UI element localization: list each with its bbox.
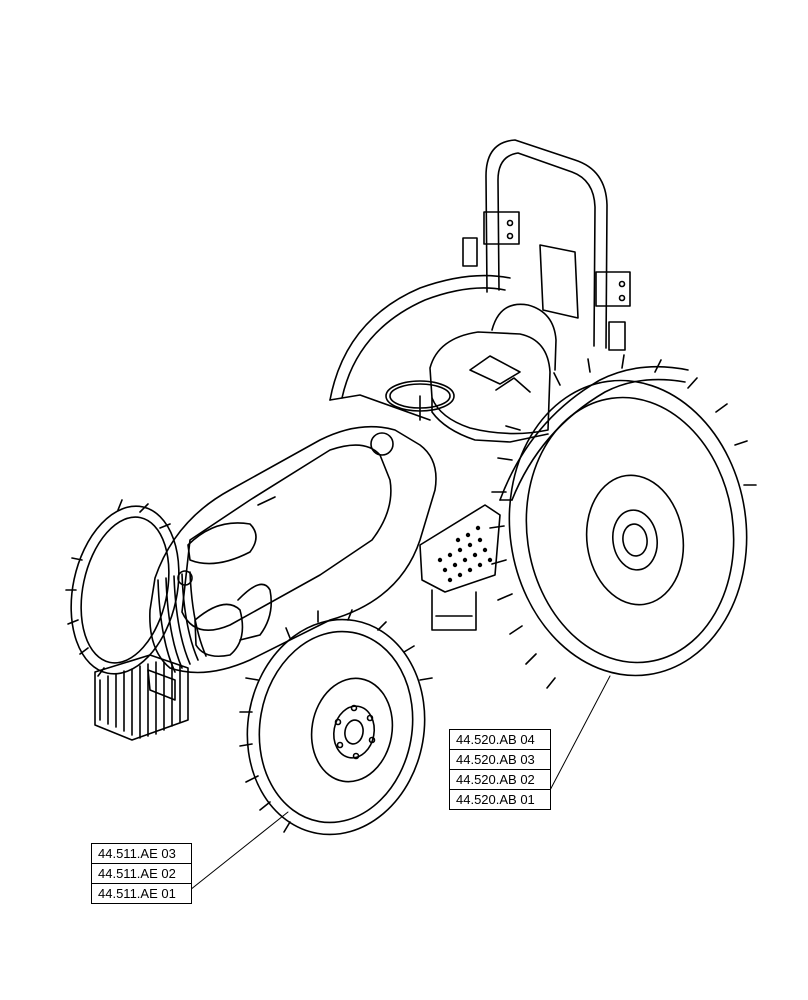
- callout-ref-front-02[interactable]: 44.511.AE 02: [92, 864, 191, 884]
- callout-ref-rear-02[interactable]: 44.520.AB 02: [450, 770, 550, 790]
- left-fender: [329, 244, 579, 401]
- front-wheel-callout: 44.511.AE 03 44.511.AE 02 44.511.AE 01: [91, 843, 192, 904]
- foot-platform: [419, 504, 501, 631]
- leader-lines: [189, 675, 611, 891]
- callout-ref-rear-01[interactable]: 44.520.AB 01: [456, 792, 535, 807]
- front-ballast: [94, 654, 189, 741]
- front-left-wheel: [65, 499, 180, 677]
- callout-ref-front-01[interactable]: 44.511.AE 01: [98, 886, 176, 901]
- hood: [149, 394, 437, 674]
- front-right-wheel: [239, 609, 433, 836]
- callout-ref-front-03[interactable]: 44.511.AE 03: [92, 844, 191, 864]
- rollbar: [462, 139, 631, 351]
- front-grille: [157, 570, 273, 673]
- callout-ref-rear-04[interactable]: 44.520.AB 04: [450, 730, 550, 750]
- rear-wheel-callout: 44.520.AB 04 44.520.AB 03 44.520.AB 02 4…: [449, 729, 551, 810]
- operator-seat: [429, 303, 557, 443]
- callout-ref-rear-03[interactable]: 44.520.AB 03: [450, 750, 550, 770]
- rear-right-wheel: [489, 354, 757, 689]
